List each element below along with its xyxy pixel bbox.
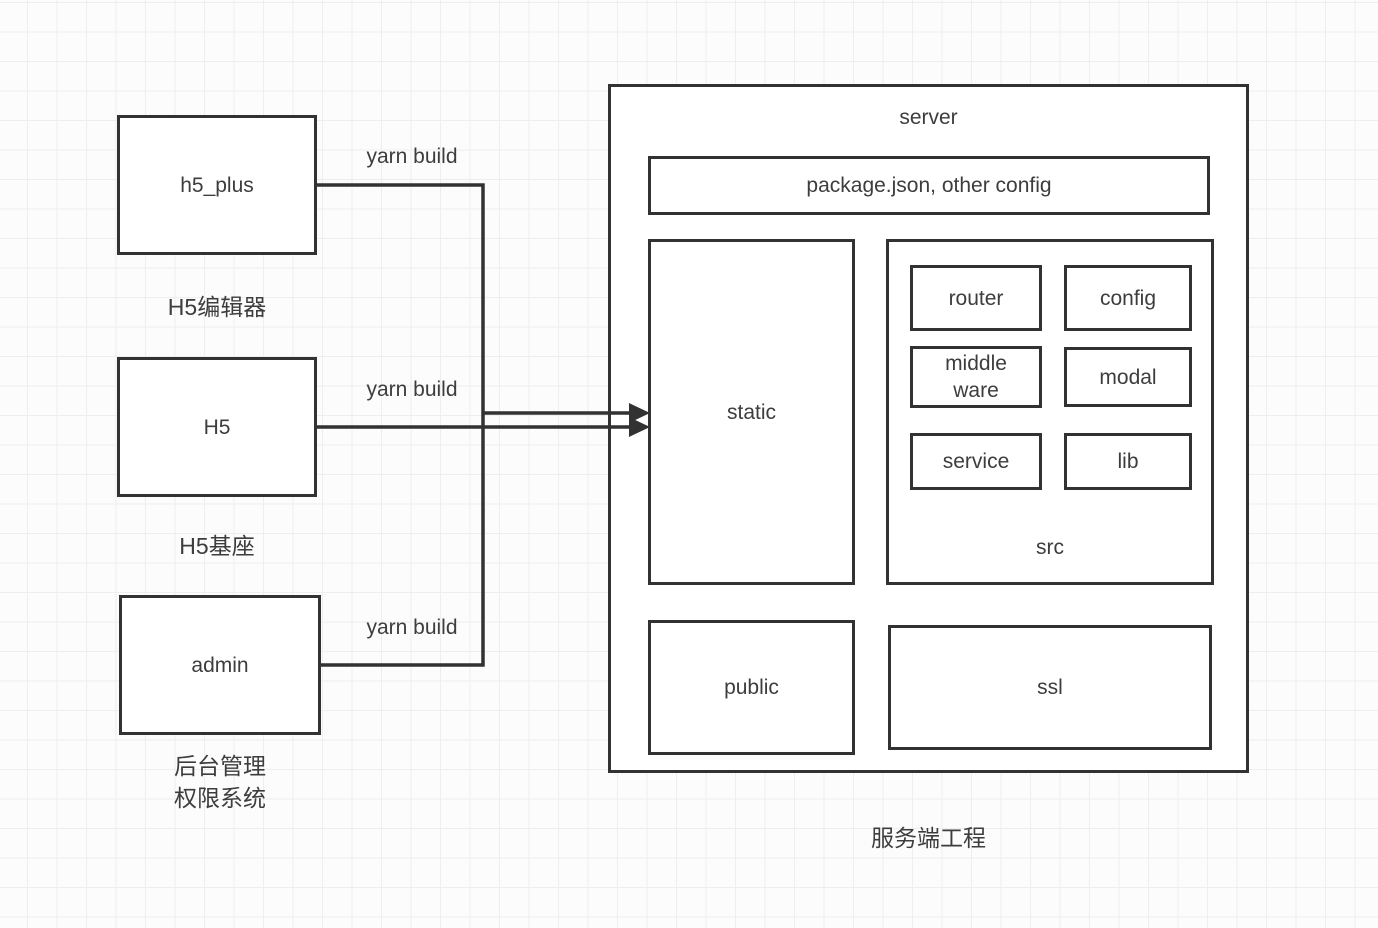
client-box-h5: H5 (117, 357, 317, 497)
src-module-service: service (910, 433, 1042, 490)
client-box-admin: admin (119, 595, 321, 735)
connector-h5plus-bus-admin (317, 183, 485, 667)
static-box: static (648, 239, 855, 585)
client-caption-h5: H5基座 (179, 533, 255, 559)
src-module-router: router (910, 265, 1042, 331)
src-module-middleware: middle ware (910, 346, 1042, 408)
server-caption: 服务端工程 (871, 825, 986, 851)
edge-label-yarn-build-h5: yarn build (366, 378, 458, 401)
client-caption-admin-line1: 后台管理 (174, 753, 266, 779)
config-files-box: package.json, other config (648, 156, 1210, 215)
public-box: public (648, 620, 855, 755)
client-box-h5plus: h5_plus (117, 115, 317, 255)
server-title: server (899, 106, 958, 129)
client-caption-h5plus: H5编辑器 (167, 294, 267, 320)
src-module-config: config (1064, 265, 1192, 331)
src-label: src (1036, 536, 1064, 559)
src-module-lib: lib (1064, 433, 1192, 490)
ssl-box: ssl (888, 625, 1212, 750)
edge-label-yarn-build-admin: yarn build (366, 616, 458, 639)
client-caption-admin-line2: 权限系统 (174, 785, 266, 811)
src-module-modal: modal (1064, 347, 1192, 407)
edge-label-yarn-build-h5plus: yarn build (366, 145, 458, 168)
